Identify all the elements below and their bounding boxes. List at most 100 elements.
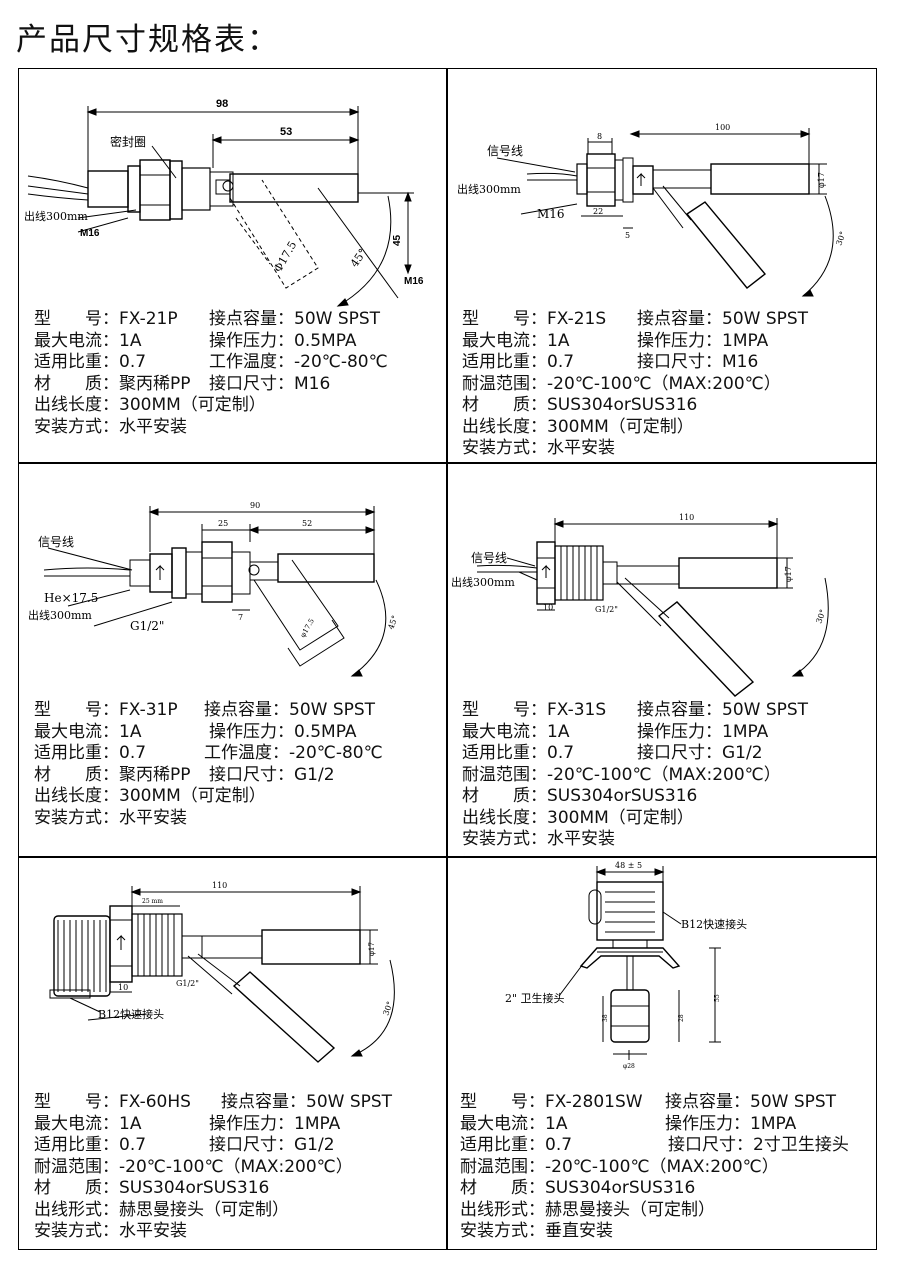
spec-value: 接点容量：50W SPST	[209, 309, 381, 329]
spec-value: 接点容量：50W SPST	[637, 700, 809, 720]
page-title: 产品尺寸规格表：	[16, 22, 280, 58]
dim-52: 52	[302, 519, 312, 528]
spec-key: 适用比重：0.7	[462, 352, 575, 372]
dim-110: 110	[212, 881, 227, 890]
spec-value: 接点容量：50W SPST	[665, 1092, 837, 1112]
spec-value: 接点容量：50W SPST	[221, 1092, 393, 1112]
wire-label: 出线300mm	[457, 182, 521, 196]
spec-key: 型 号：FX-2801SW	[460, 1092, 643, 1112]
spec-table	[18, 68, 877, 1250]
spec-value: 接口尺寸：2寸卫生接头	[668, 1135, 849, 1155]
dim-48: 48 ± 5	[615, 861, 642, 870]
spec-value: 接点容量：50W SPST	[637, 309, 809, 329]
diameter-label: φ17	[368, 942, 376, 956]
clamp-label: 2" 卫生接头	[505, 991, 565, 1005]
spec-key: 耐温范围：-20℃-100℃（MAX:200℃）	[462, 764, 781, 785]
spec-key: 适用比重：0.7	[34, 743, 147, 763]
dim-10: 10	[543, 603, 553, 612]
angle-label: 30°	[381, 1000, 394, 1016]
diameter-label: φ17.5	[299, 617, 316, 639]
dim-55: 55	[714, 994, 721, 1002]
signal-label: 信号线	[38, 535, 74, 549]
dim-38: 38	[602, 1014, 609, 1022]
dim-100: 100	[715, 123, 730, 132]
panel-fx-31s: 110 信号线 出线300mm 10 G1/2" φ17 30° 型 号：FX-…	[447, 462, 877, 856]
dim-20: φ28	[623, 1063, 635, 1070]
spec-value: 接口尺寸：G1/2	[637, 743, 763, 763]
thread-label-2: M16	[404, 276, 424, 287]
signal-label: 信号线	[471, 551, 507, 565]
diameter-label: φ17	[817, 172, 826, 188]
thread-label: M16	[537, 207, 565, 221]
dim-7: 7	[238, 613, 243, 622]
spec-key: 最大电流：1A	[462, 721, 570, 742]
fx-31p-drawing: 90 25 52 信号线 He×17.5 出线300mm G1/2" 7 φ17…	[28, 501, 400, 677]
diameter-label: Φ17.5	[271, 239, 299, 275]
fx-21s-drawing: 100 8 信号线 出线300mm M16 22 5 φ17 30°	[457, 123, 848, 297]
spec-key: 安装方式：水平安装	[34, 1221, 187, 1241]
thread-label: G1/2"	[595, 605, 618, 614]
spec-key: 材 质：SUS304orSUS316	[34, 1178, 270, 1198]
dim-98: 98	[216, 98, 228, 110]
spec-key: 适用比重：0.7	[460, 1135, 573, 1155]
wire-label: 出线300mm	[451, 575, 515, 589]
spec-value: 接口尺寸：G1/2	[209, 764, 335, 785]
spec-key: 安装方式：水平安装	[462, 438, 615, 458]
spec-key: 安装方式：水平安装	[34, 416, 187, 437]
spec-key: 安装方式：水平安装	[34, 807, 187, 828]
spec-key: 出线形式：赫思曼接头（可定制）	[34, 1199, 289, 1220]
spec-key: 出线长度：300MM（可定制）	[34, 786, 266, 806]
connector-label: B12快速接头	[98, 1008, 164, 1021]
thread-label: G1/2"	[176, 979, 199, 988]
dim-28: 28	[678, 1014, 685, 1022]
spec-key: 材 质：SUS304orSUS316	[462, 395, 698, 415]
spec-value: 操作压力：1MPA	[665, 1113, 797, 1134]
spec-key: 适用比重：0.7	[462, 743, 575, 763]
angle-label: 30°	[834, 230, 847, 246]
spec-key: 适用比重：0.7	[34, 352, 147, 372]
spec-key: 最大电流：1A	[34, 721, 142, 742]
spec-value: 接口尺寸：M16	[209, 373, 331, 394]
table-divider-row-2	[18, 856, 877, 858]
spec-key: 最大电流：1A	[34, 330, 142, 351]
panel-fx-2801sw: 48 ± 5 B12快速接头 2" 卫生接头 55 28 38 φ28 型 号：…	[447, 856, 877, 1250]
fx-2801sw-drawing: 48 ± 5 B12快速接头 2" 卫生接头 55 28 38 φ28	[505, 861, 747, 1070]
thread-label: G1/2"	[130, 619, 164, 633]
spec-key: 耐温范围：-20℃-100℃（MAX:200℃）	[462, 373, 781, 394]
spec-key: 耐温范围：-20℃-100℃（MAX:200℃）	[460, 1156, 779, 1177]
spec-key: 材 质：聚丙稀PP	[34, 764, 191, 785]
wire-label: 出线300mm	[28, 608, 92, 622]
spec-value: 接点容量：50W SPST	[204, 700, 376, 720]
spec-value: 工作温度：-20℃-80℃	[209, 352, 388, 372]
spec-key: 安装方式：水平安装	[462, 829, 615, 849]
spec-value: 操作压力：1MPA	[637, 330, 769, 351]
panel-fx-21s: 100 8 信号线 出线300mm M16 22 5 φ17 30° 型 号：F…	[447, 68, 877, 462]
seal-label: 密封圈	[110, 134, 146, 149]
spec-key: 材 质：SUS304orSUS316	[460, 1178, 696, 1198]
spec-value: 操作压力：1MPA	[209, 1113, 341, 1134]
spec-value: 接口尺寸：G1/2	[209, 1135, 335, 1155]
dim-5: 5	[625, 231, 630, 240]
dim-45: 45	[392, 234, 403, 246]
dim-25: 25	[218, 519, 228, 528]
spec-key: 最大电流：1A	[34, 1113, 142, 1134]
dim-110: 110	[679, 513, 694, 522]
dim-10: 10	[118, 983, 128, 992]
spec-key: 型 号：FX-31P	[34, 700, 178, 720]
spec-key: 型 号：FX-21S	[462, 309, 607, 329]
angle-label: 45°	[348, 246, 370, 269]
spec-key: 型 号：FX-60HS	[34, 1092, 191, 1112]
spec-key: 出线长度：300MM（可定制）	[34, 395, 266, 415]
connector-label: B12快速接头	[681, 918, 747, 931]
spec-value: 操作压力：1MPA	[637, 721, 769, 742]
signal-label: 信号线	[487, 144, 523, 158]
dim-22: 22	[593, 207, 603, 216]
spec-key: 型 号：FX-31S	[462, 700, 607, 720]
panel-fx-31p: 90 25 52 信号线 He×17.5 出线300mm G1/2" 7 φ17…	[18, 462, 446, 856]
panel-fx-21p: 98 53 密封圈 出线300mm M16 Φ17.5 45° 45 M16 型…	[18, 68, 446, 462]
panel-fx-60hs: 110 25 mm 10 G1/2" φ17 30° B12快速接头 型 号：F…	[18, 856, 446, 1250]
angle-label: 45°	[386, 614, 399, 630]
spec-value: 操作压力：0.5MPA	[209, 721, 357, 742]
angle-label: 30°	[814, 608, 827, 624]
spec-value: 操作压力：0.5MPA	[209, 330, 357, 351]
